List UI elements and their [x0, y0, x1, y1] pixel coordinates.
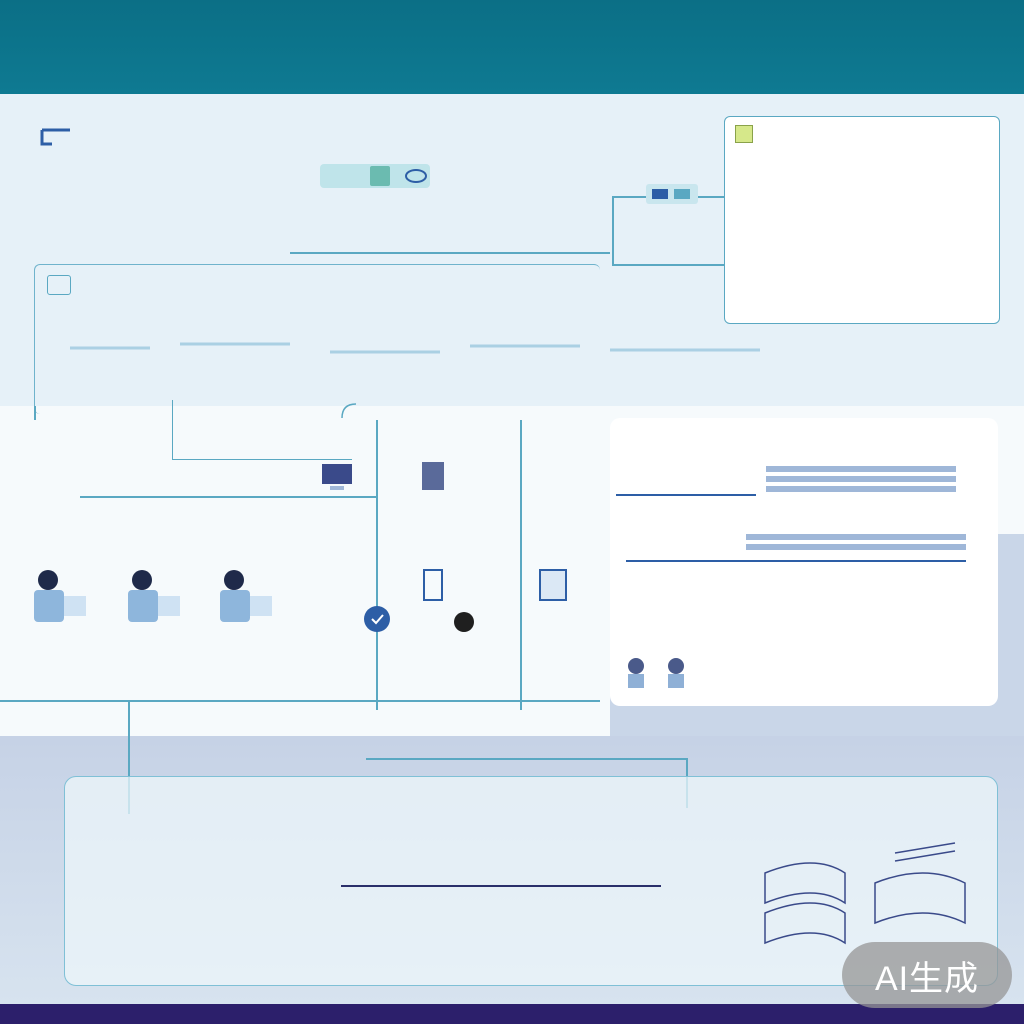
stacked-papers-icon — [764, 842, 966, 945]
document-icon — [539, 569, 567, 601]
link-icon — [405, 169, 427, 183]
section-box — [172, 400, 352, 460]
user-icon — [128, 570, 180, 622]
connector-line — [290, 252, 610, 254]
people-icon — [628, 658, 684, 688]
header-bar — [0, 0, 1024, 94]
corner-icon — [47, 275, 71, 295]
connector-line — [80, 496, 376, 498]
computer-icon — [322, 464, 352, 490]
connector-line — [520, 420, 522, 710]
person-figure — [118, 566, 198, 630]
stats-panel — [610, 418, 998, 706]
connector-line — [366, 758, 686, 760]
badge-icon — [735, 125, 753, 143]
person-figure — [24, 566, 104, 630]
connector-line — [612, 196, 614, 264]
flow-panel — [34, 264, 600, 414]
server-icon — [422, 462, 444, 490]
shield-icon — [364, 606, 390, 632]
connector-line — [0, 700, 600, 702]
notice-panel — [724, 116, 1000, 324]
underline — [341, 885, 661, 887]
faint-flow-graphic — [70, 342, 760, 354]
curve-connector-icon — [341, 403, 357, 419]
intro-badge — [320, 164, 430, 188]
intro-label-top — [40, 126, 290, 148]
intro-meta — [290, 236, 610, 248]
user-icon — [220, 570, 272, 622]
person-figure — [210, 566, 290, 630]
connector-line — [34, 406, 36, 420]
connector-line — [128, 700, 130, 814]
device-icon — [646, 184, 698, 204]
user-icon — [34, 570, 86, 622]
square-icon — [370, 166, 390, 186]
ai-watermark-badge: AI生成 — [842, 942, 1012, 1008]
intro-line — [40, 160, 260, 182]
bottom-panel — [64, 776, 998, 986]
bar-graphic — [616, 466, 966, 562]
device-icon — [423, 569, 474, 632]
connector-line — [376, 420, 378, 710]
connector-line — [612, 264, 724, 266]
footer-bar — [0, 1004, 1024, 1024]
bracket-icon — [40, 128, 70, 146]
